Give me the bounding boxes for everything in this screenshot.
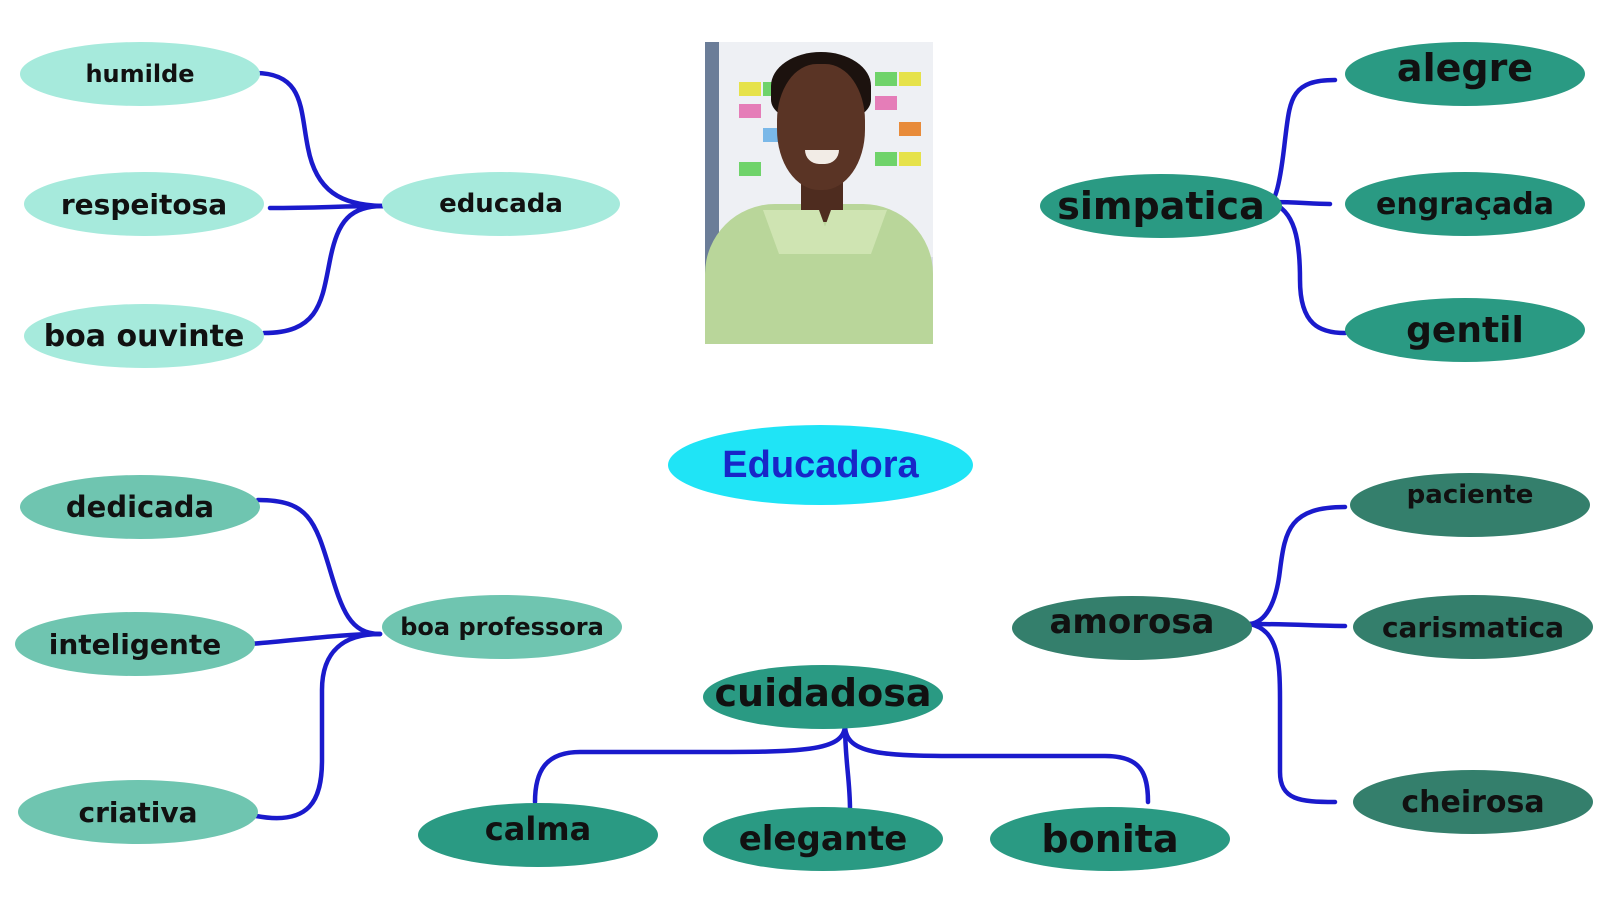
node-respeitosa[interactable]: respeitosa (24, 172, 264, 236)
node-criativa[interactable]: criativa (18, 780, 258, 844)
node-boa-ouvinte[interactable]: boa ouvinte (24, 304, 264, 368)
connector-amorosa-paciente (1247, 504, 1348, 627)
hub-educada[interactable]: educada (382, 172, 620, 236)
portrait-photo (705, 42, 933, 344)
connector-amorosa-cheirosa (1247, 621, 1338, 805)
connector-boaprof-dedicada (255, 497, 383, 637)
node-gentil[interactable]: gentil (1345, 298, 1585, 362)
hub-simpatica[interactable]: simpatica (1040, 174, 1282, 238)
hub-boa-professora[interactable]: boa professora (382, 595, 622, 659)
hub-cuidadosa[interactable]: cuidadosa (703, 665, 943, 729)
node-humilde[interactable]: humilde (20, 42, 260, 106)
node-bonita[interactable]: bonita (990, 807, 1230, 871)
node-calma[interactable]: calma (418, 803, 658, 867)
node-paciente[interactable]: paciente (1350, 473, 1590, 537)
connector-simpatica-alegre (1267, 77, 1338, 205)
center-label: Educadora (722, 443, 919, 486)
connector-educada-boa-ouvinte (261, 203, 388, 336)
node-dedicada[interactable]: dedicada (20, 475, 260, 539)
node-alegre[interactable]: alegre (1345, 42, 1585, 106)
node-carismatica[interactable]: carismatica (1353, 595, 1593, 659)
connector-amorosa-carismatica (1247, 621, 1348, 629)
connector-boaprof-criativa (253, 631, 383, 821)
connector-educada-humilde (252, 70, 388, 209)
node-elegante[interactable]: elegante (703, 807, 943, 871)
center-node[interactable]: Educadora (668, 425, 973, 505)
node-cheirosa[interactable]: cheirosa (1353, 770, 1593, 834)
connector-cuidadosa-bonita (842, 722, 1151, 805)
connector-cuidadosa-calma (532, 722, 848, 805)
node-inteligente[interactable]: inteligente (15, 612, 255, 676)
node-engracada[interactable]: engraçada (1345, 172, 1585, 236)
hub-amorosa[interactable]: amorosa (1012, 596, 1252, 660)
connector-simpatica-gentil (1267, 199, 1348, 336)
